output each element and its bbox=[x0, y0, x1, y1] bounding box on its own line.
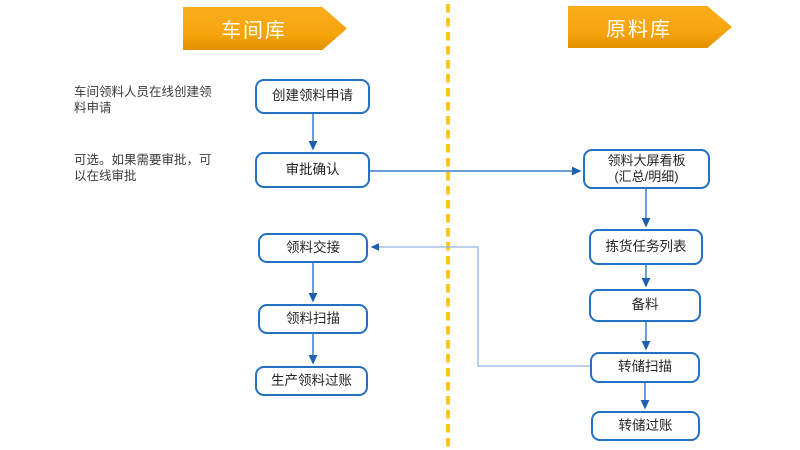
flow-node-material-handover: 领料交接 bbox=[258, 233, 368, 263]
annotation-approval-note: 可选。如果需要审批，可以在线审批 bbox=[74, 153, 212, 183]
flow-node-create-material-request: 创建领料申请 bbox=[255, 79, 370, 114]
flow-node-production-issue-posting: 生产领料过账 bbox=[255, 366, 368, 396]
flow-node-material-preparation: 备料 bbox=[589, 289, 701, 322]
lane-banner-raw-material-label: 原料库 bbox=[606, 18, 672, 41]
edge-transfer-scan-to-handover bbox=[370, 243, 590, 367]
flow-node-transfer-scan: 转储扫描 bbox=[590, 352, 700, 383]
flow-node-transfer-posting: 转储过账 bbox=[591, 411, 700, 441]
annotation-create-request-note: 车间领料人员在线创建领料申请 bbox=[74, 85, 212, 115]
lane-banner-workshop: 车间库 bbox=[183, 7, 347, 50]
flow-node-picking-task-list: 拣货任务列表 bbox=[589, 229, 703, 265]
flow-node-material-dashboard: 领料大屏看板 (汇总/明细) bbox=[583, 149, 710, 189]
flow-node-material-scan: 领料扫描 bbox=[258, 304, 368, 334]
lane-banner-workshop-label: 车间库 bbox=[221, 20, 287, 42]
lane-banner-raw-material: 原料库 bbox=[568, 6, 732, 48]
flow-node-approval-confirm: 审批确认 bbox=[255, 152, 370, 188]
